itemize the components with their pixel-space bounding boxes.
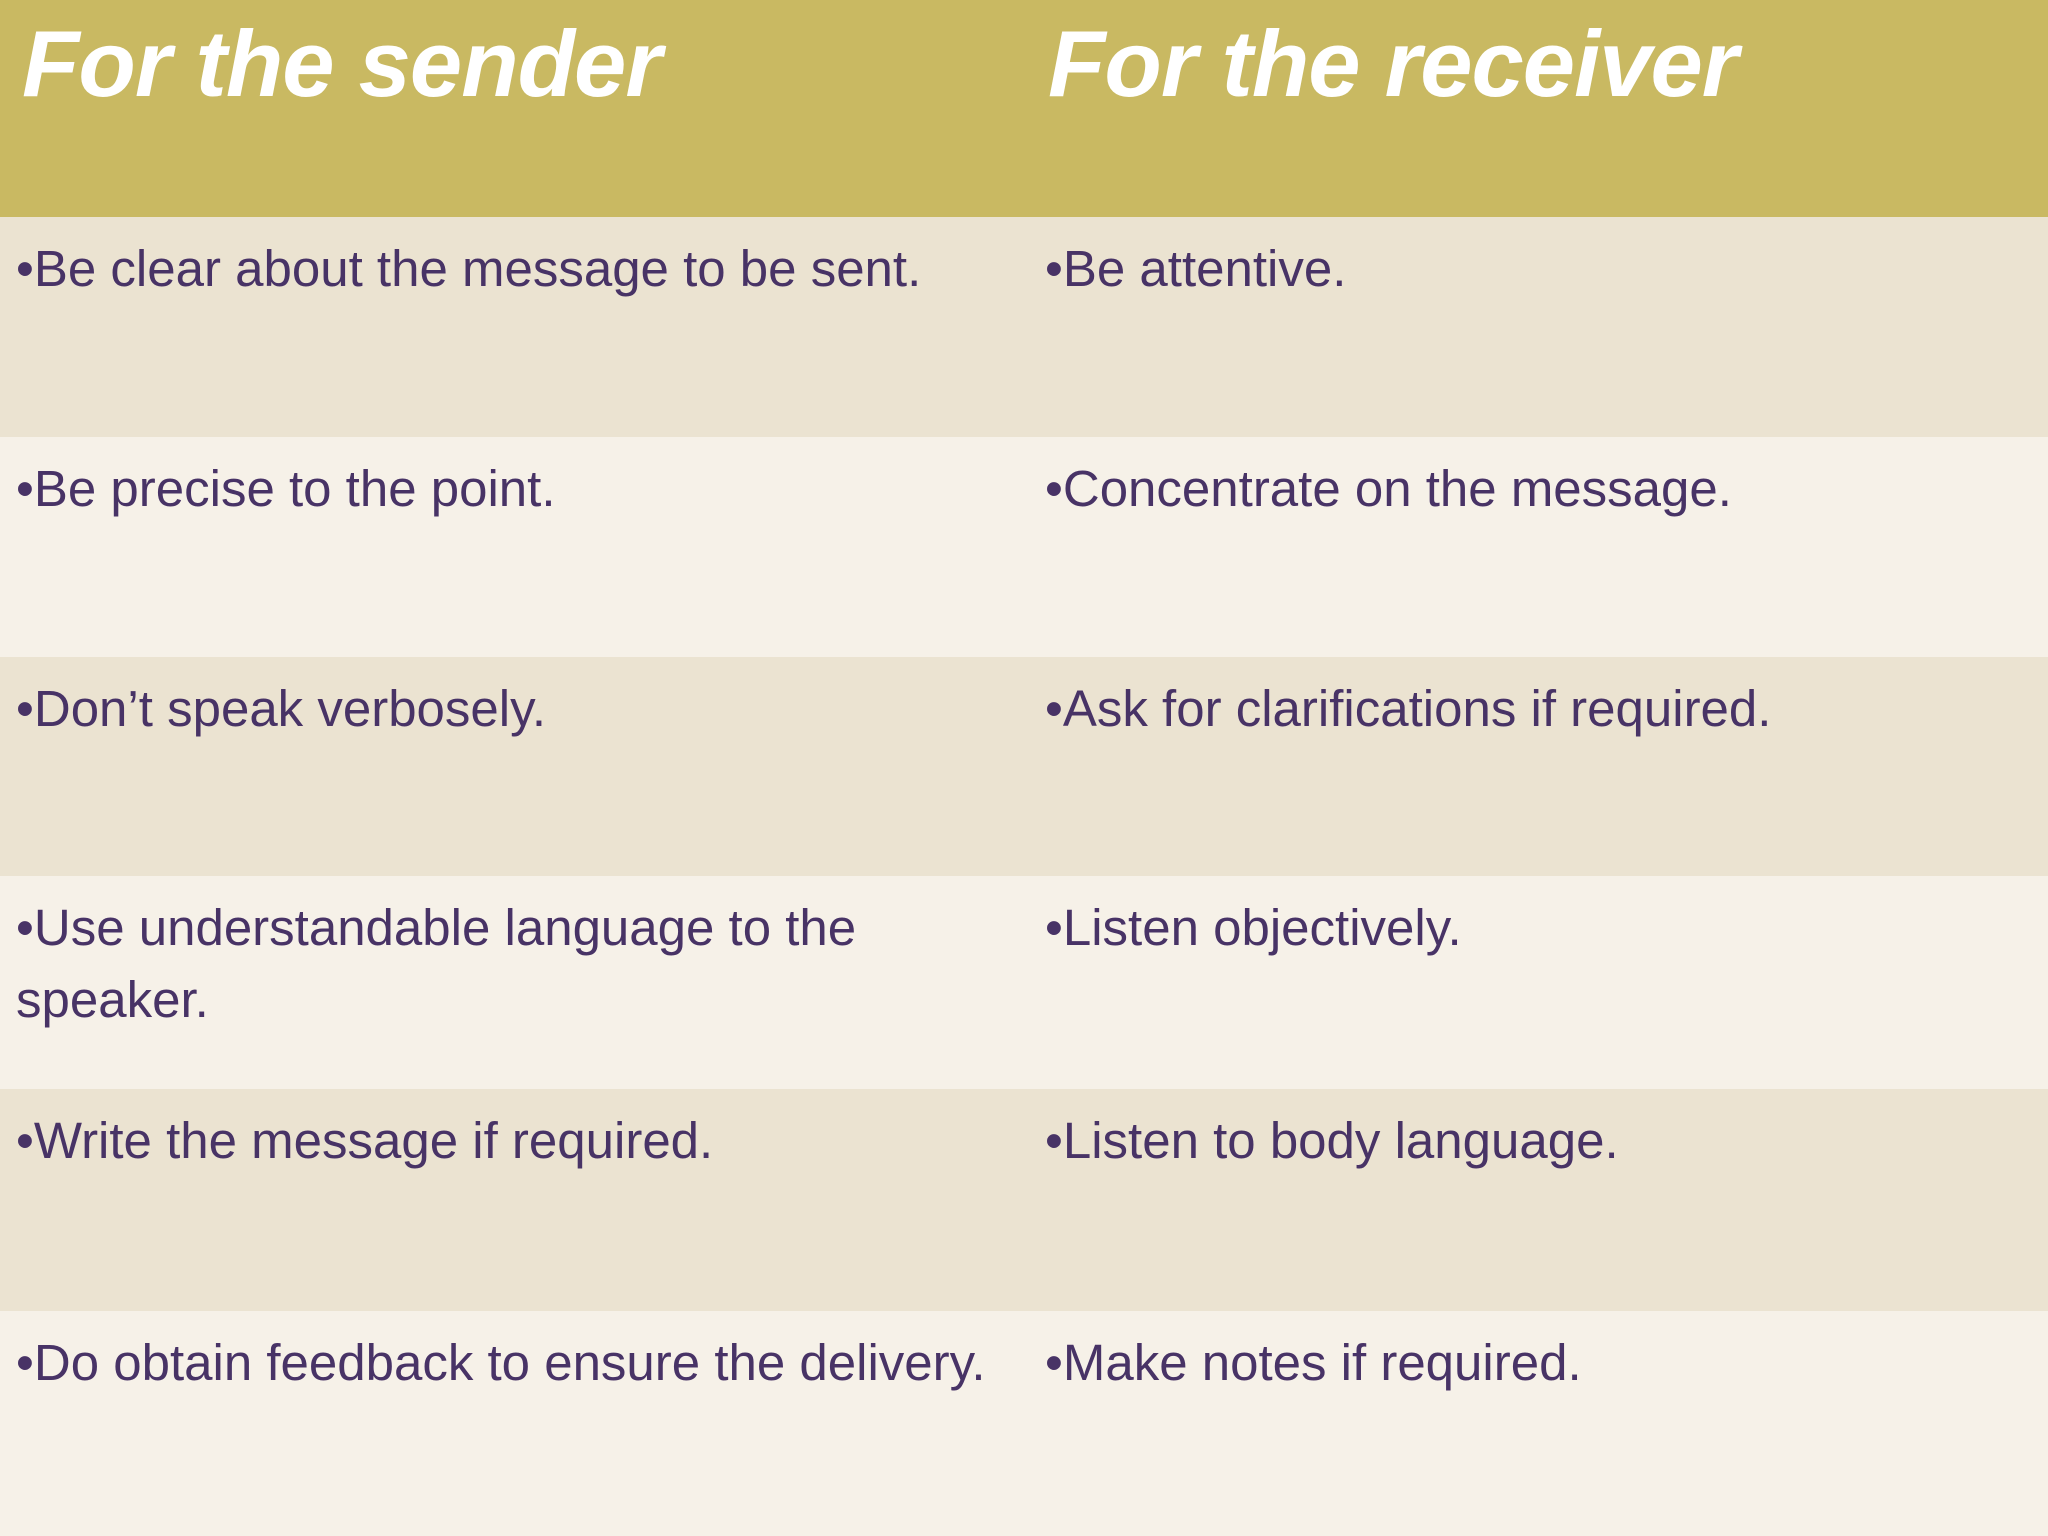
table-cell-receiver: •Listen to body language. (1024, 1089, 2048, 1311)
table-header-row: For the sender For the receiver (0, 0, 2048, 217)
header-cell-receiver: For the receiver (1024, 0, 2048, 217)
item-text: Ask for clarifications if required. (1062, 680, 1772, 737)
table-cell-receiver: •Make notes if required. (1024, 1311, 2048, 1536)
item-text: Write the message if required. (33, 1112, 714, 1169)
item-text: Concentrate on the message. (1062, 460, 1732, 517)
bullet-icon: • (16, 1112, 34, 1169)
header-receiver-label: For the receiver (1048, 11, 1738, 116)
item-text: Use understandable language to the speak… (16, 899, 857, 1028)
item-text: Listen to body language. (1062, 1112, 1619, 1169)
table-cell-sender: •Use understandable language to the spea… (0, 876, 1024, 1089)
table-cell-receiver: •Be attentive. (1024, 217, 2048, 437)
table-row: •Do obtain feedback to ensure the delive… (0, 1311, 2048, 1536)
bullet-icon: • (16, 899, 34, 956)
header-sender-label: For the sender (22, 11, 662, 116)
item-text: Listen objectively. (1062, 899, 1462, 956)
item-text: Be precise to the point. (33, 460, 556, 517)
table-row: •Use understandable language to the spea… (0, 876, 2048, 1089)
item-text: Be attentive. (1062, 240, 1347, 297)
bullet-icon: • (16, 240, 34, 297)
bullet-icon: • (1045, 899, 1063, 956)
table-cell-receiver: •Concentrate on the message. (1024, 437, 2048, 657)
item-text: Don’t speak verbosely. (33, 680, 547, 737)
bullet-icon: • (1045, 1334, 1063, 1391)
table-cell-sender: •Write the message if required. (0, 1089, 1024, 1311)
table-cell-receiver: •Listen objectively. (1024, 876, 2048, 1089)
bullet-icon: • (1045, 240, 1063, 297)
bullet-icon: • (16, 460, 34, 517)
bullet-icon: • (1045, 460, 1063, 517)
header-cell-sender: For the sender (0, 0, 1024, 217)
item-text: Make notes if required. (1062, 1334, 1582, 1391)
table-cell-sender: •Don’t speak verbosely. (0, 657, 1024, 876)
table-row: •Don’t speak verbosely. •Ask for clarifi… (0, 657, 2048, 876)
item-text: Be clear about the message to be sent. (33, 240, 922, 297)
bullet-icon: • (16, 680, 34, 737)
bullet-icon: • (1045, 680, 1063, 737)
table-cell-sender: •Do obtain feedback to ensure the delive… (0, 1311, 1024, 1536)
bullet-icon: • (16, 1334, 34, 1391)
table-row: •Write the message if required. •Listen … (0, 1089, 2048, 1311)
table-cell-receiver: •Ask for clarifications if required. (1024, 657, 2048, 876)
table-cell-sender: •Be precise to the point. (0, 437, 1024, 657)
table-row: •Be clear about the message to be sent. … (0, 217, 2048, 437)
bullet-icon: • (1045, 1112, 1063, 1169)
table-row: •Be precise to the point. •Concentrate o… (0, 437, 2048, 657)
table-cell-sender: •Be clear about the message to be sent. (0, 217, 1024, 437)
item-text: Do obtain feedback to ensure the deliver… (33, 1334, 986, 1391)
